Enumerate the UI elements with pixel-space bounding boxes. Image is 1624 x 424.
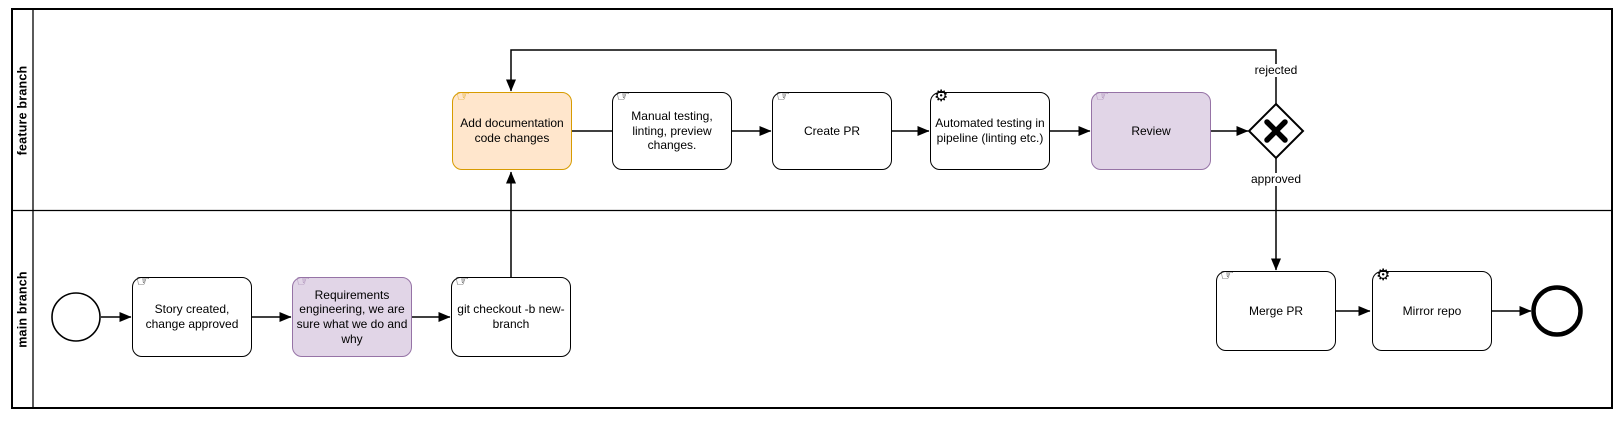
exclusive-gateway[interactable]: [1247, 102, 1305, 160]
hand-icon: ☞: [616, 88, 631, 105]
task-label: Merge PR: [1248, 303, 1304, 318]
task-automated-testing[interactable]: ⚙ Automated testing in pipeline (linting…: [930, 88, 1050, 170]
task-label: Manual testing, linting, preview changes…: [631, 109, 713, 153]
hand-icon: ☞: [1220, 267, 1235, 284]
task-git-checkout[interactable]: ☞ git checkout -b new-branch: [451, 273, 571, 357]
gateway-x-icon: [1264, 119, 1288, 143]
hand-icon: ☞: [455, 273, 470, 290]
pool-border: [11, 8, 1613, 409]
edge-label-rejected: rejected: [1252, 63, 1300, 78]
hand-icon: ☞: [1095, 88, 1110, 105]
task-label: Add documentation code changes: [460, 116, 564, 145]
end-event[interactable]: [1531, 285, 1583, 337]
task-story-created[interactable]: ☞ Story created, change approved: [132, 273, 252, 357]
gear-icon: ⚙: [1376, 267, 1391, 284]
task-label: Automated testing in pipeline (linting e…: [935, 116, 1045, 145]
gear-icon: ⚙: [934, 88, 949, 105]
lane-label-feature-branch: feature branch: [15, 65, 30, 156]
lane-label-main-branch: main branch: [15, 271, 30, 348]
hand-icon: ☞: [776, 88, 791, 105]
task-label: git checkout -b new-branch: [457, 302, 565, 331]
hand-icon: ☞: [136, 273, 151, 290]
task-label: Create PR: [803, 123, 861, 138]
task-create-pr[interactable]: ☞ Create PR: [772, 88, 892, 170]
hand-icon: ☞: [296, 273, 311, 290]
hand-icon: ☞: [456, 88, 471, 105]
task-requirements-engineering[interactable]: ☞ Requirements engineering, we are sure …: [292, 273, 412, 357]
task-add-documentation[interactable]: ☞ Add documentation code changes: [452, 88, 572, 170]
task-label: Story created, change approved: [145, 302, 239, 331]
task-manual-testing[interactable]: ☞ Manual testing, linting, preview chang…: [612, 88, 732, 170]
task-review[interactable]: ☞ Review: [1091, 88, 1211, 170]
task-mirror-repo[interactable]: ⚙ Mirror repo: [1372, 267, 1492, 351]
task-label: Requirements engineering, we are sure wh…: [296, 287, 408, 346]
start-event[interactable]: [51, 292, 101, 342]
edge-label-approved: approved: [1248, 172, 1304, 187]
task-label: Mirror repo: [1402, 303, 1462, 318]
task-merge-pr[interactable]: ☞ Merge PR: [1216, 267, 1336, 351]
task-label: Review: [1131, 123, 1171, 138]
